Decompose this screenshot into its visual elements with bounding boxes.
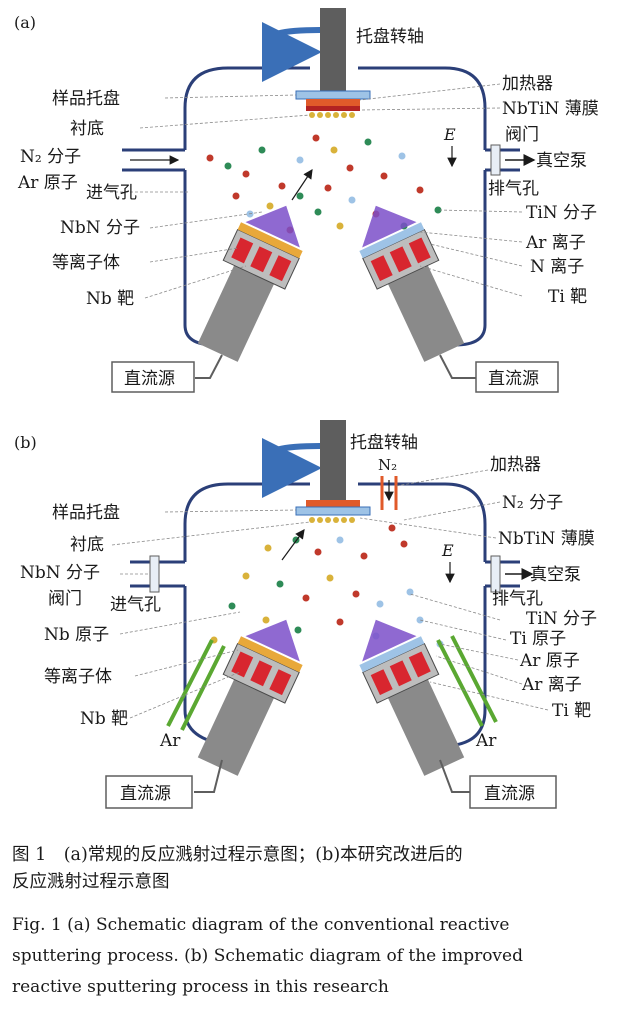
panel-b: (b) E (14, 420, 597, 809)
panel-b-film-label: NbTiN 薄膜 (498, 529, 595, 549)
panel-b-ti-atom-label: Ti 原子 (510, 629, 566, 649)
panel-a-dc-right: 直流源 (488, 369, 539, 389)
panel-a-n2-label: N₂ 分子 (20, 147, 81, 167)
panel-a-dc-right-box (475, 361, 559, 393)
caption-zh-line-2: 反应溅射过程示意图 (12, 872, 170, 892)
panel-b-field-label: E (441, 541, 454, 560)
panel-a-right-cathode (359, 205, 465, 362)
panel-b-leader-lines (111, 469, 549, 719)
panel-a-dc-right-wire (439, 354, 476, 379)
panel-b-tin-label: TiN 分子 (526, 609, 597, 629)
panel-b-valve-label: 阀门 (48, 589, 82, 609)
panel-b-ar-atom-label: Ar 原子 (519, 651, 580, 671)
panel-b-substrate-label: 衬底 (70, 535, 104, 555)
panel-a: (a) E (14, 8, 599, 393)
panel-a-left-cathode (197, 205, 303, 362)
panel-a-holder-label: 样品托盘 (52, 89, 120, 109)
panel-a-deposit-arrow (291, 169, 313, 201)
panel-b-n2-tube (380, 476, 398, 510)
panel-b-dc-left-box (105, 775, 193, 809)
panel-b-substrate-dots (309, 517, 355, 523)
panel-b-heater (306, 500, 360, 507)
panel-b-n2-tube-label: N₂ (378, 456, 397, 474)
panel-b-dc-right-box (469, 775, 557, 809)
panel-a-ar-atom-label: Ar 原子 (17, 173, 78, 193)
panel-a-leader-lines (110, 83, 523, 299)
panel-a-ar-ion-label: Ar 离子 (525, 233, 586, 253)
panel-a-plasma-label: 等离子体 (52, 253, 120, 273)
panel-b-tag: (b) (14, 433, 37, 452)
panel-b-axis-label: 托盘转轴 (350, 433, 418, 453)
panel-b-plasma-label: 等离子体 (44, 667, 112, 687)
panel-a-holder-plate (295, 90, 371, 100)
panel-b-rotate-arrow (261, 437, 322, 498)
panel-b-ti-target-label: Ti 靶 (552, 701, 591, 721)
panel-a-shaft (320, 8, 346, 92)
caption-english: Fig. 1 (a) Schematic diagram of the conv… (12, 910, 624, 1003)
panel-a-dc-left-wire (195, 354, 223, 379)
panel-b-heater-label: 加热器 (490, 455, 541, 475)
panel-a-ti-target-label: Ti 靶 (548, 287, 587, 307)
panel-b-dc-left-wire (194, 759, 223, 793)
panel-a-heater-label: 加热器 (502, 74, 553, 94)
panel-a-nb-target-label: Nb 靶 (86, 289, 134, 309)
panel-b-nbn-label: NbN 分子 (20, 563, 100, 583)
panel-b-deposit-arrow (281, 529, 305, 561)
panel-b-dc-right: 直流源 (484, 784, 535, 804)
panel-b-inlet-label: 进气孔 (110, 595, 161, 615)
panel-a-heater (306, 99, 360, 106)
panel-a-dc-left-box (111, 361, 195, 393)
panel-a-valve (490, 144, 501, 176)
panel-a-nbn-label: NbN 分子 (60, 218, 140, 238)
panel-a-exhaust-label: 排气孔 (488, 179, 539, 199)
panel-b-pump-label: 真空泵 (530, 565, 581, 585)
panel-b-n2-molecule-label: N₂ 分子 (502, 493, 563, 513)
panel-a-n-ion-label: N 离子 (530, 257, 584, 277)
panel-b-dc-left: 直流源 (120, 784, 171, 804)
panel-b-right-cathode (359, 619, 465, 776)
panel-b-holder-label: 样品托盘 (52, 503, 120, 523)
panel-b-ar-tubes (166, 635, 498, 731)
panel-b-exhaust-valve (490, 555, 501, 593)
panel-a-field-label: E (443, 125, 456, 144)
panel-a-valve-label: 阀门 (505, 125, 539, 145)
panel-a-substrate-label: 衬底 (70, 119, 104, 139)
panel-a-inlet-label: 进气孔 (86, 183, 137, 203)
caption-en-line-2: sputtering process. (b) Schematic diagra… (12, 946, 523, 966)
panel-b-dc-right-wire (439, 759, 470, 793)
panel-a-dc-left: 直流源 (124, 369, 175, 389)
panel-b-shaft (320, 420, 346, 506)
caption-en-line-3: reactive sputtering process in this rese… (12, 977, 389, 997)
caption-zh-line-1: 图 1 (a)常规的反应溅射过程示意图；(b)本研究改进后的 (12, 845, 463, 865)
panel-a-tag: (a) (14, 13, 36, 32)
panel-b-left-cathode (197, 619, 303, 776)
caption-chinese: 图 1 (a)常规的反应溅射过程示意图；(b)本研究改进后的 反应溅射过程示意图 (12, 842, 624, 896)
panel-a-rotate-arrow (261, 21, 322, 82)
panel-a-axis-label: 托盘转轴 (356, 27, 424, 47)
panel-b-valve (149, 555, 160, 593)
panel-b-ar-left-label: Ar (159, 731, 181, 751)
panel-b-ar-ion-label: Ar 离子 (521, 675, 582, 695)
panel-b-nb-target-label: Nb 靶 (80, 709, 128, 729)
panel-a-film-label: NbTiN 薄膜 (502, 99, 599, 119)
panel-b-exhaust-label: 排气孔 (492, 589, 543, 609)
panel-a-pump-label: 真空泵 (536, 151, 587, 171)
panel-b-ar-right-label: Ar (475, 731, 497, 751)
panel-b-nb-atom-label: Nb 原子 (44, 625, 109, 645)
caption-en-line-1: Fig. 1 (a) Schematic diagram of the conv… (12, 915, 510, 935)
panel-a-substrate-dots (309, 112, 355, 118)
panel-a-tin-label: TiN 分子 (526, 203, 597, 223)
panel-a-film (306, 106, 360, 111)
panel-a-gas-inlet (122, 148, 185, 172)
panel-b-holder-plate (295, 506, 371, 516)
